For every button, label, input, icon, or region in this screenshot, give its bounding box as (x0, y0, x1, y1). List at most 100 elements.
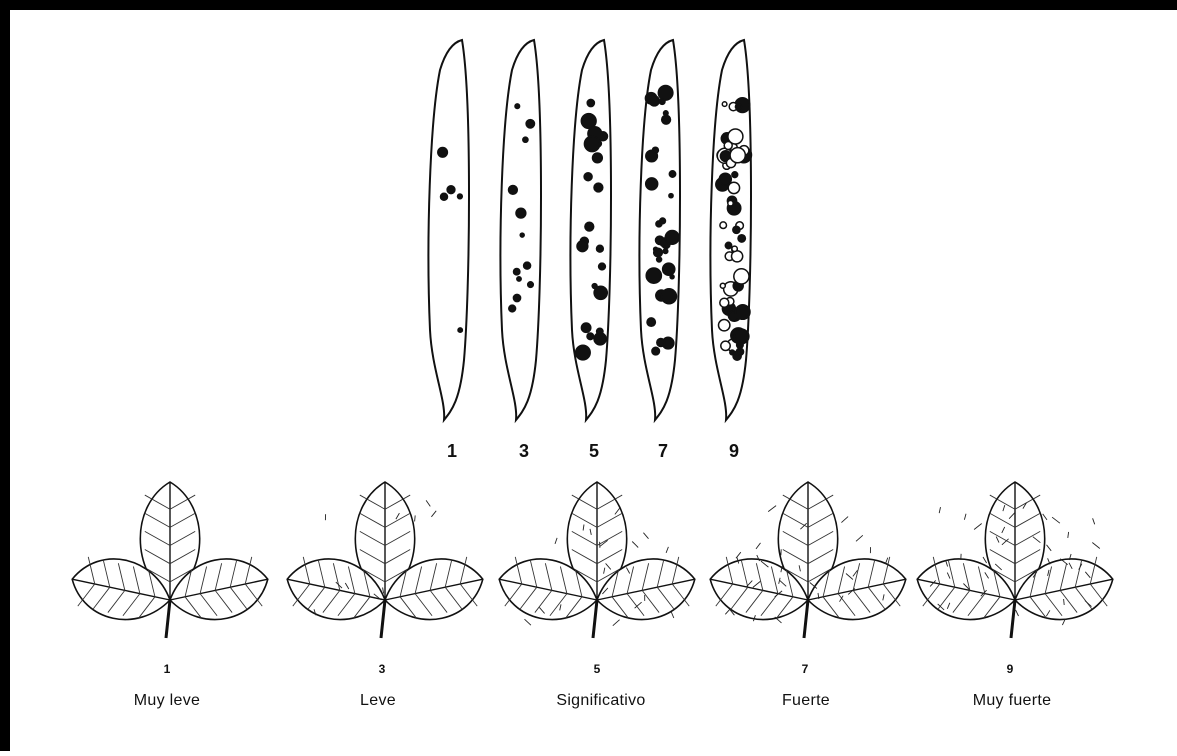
pod-spot (665, 231, 679, 245)
pod-spot (720, 222, 727, 229)
bean-leaf-7 (704, 482, 912, 638)
pod-spot (657, 339, 665, 347)
leaf-number-9: 9 (980, 662, 1040, 676)
leaf-caption-fuerte: Fuerte (716, 692, 896, 710)
leaves-group (66, 482, 1119, 638)
pod-spot (724, 142, 732, 150)
pod-spot (662, 115, 671, 124)
pod-spot (719, 173, 731, 185)
pod-spot (730, 148, 745, 163)
pod-spot (646, 268, 661, 283)
pod-spot (594, 183, 603, 192)
leaf-number-5: 5 (567, 662, 627, 676)
pod-spot (725, 242, 731, 248)
border-top (0, 0, 1177, 10)
pod-spot (660, 218, 666, 224)
pod-spot (584, 173, 592, 181)
bean-leaf-3 (281, 482, 489, 638)
leaf-number-7: 7 (775, 662, 835, 676)
pod-spot (526, 120, 534, 128)
pod-spot (516, 208, 526, 218)
bean-pod-9 (710, 40, 751, 420)
pod-spot (732, 251, 743, 262)
bean-pod-5 (570, 40, 611, 420)
pod-spot (652, 347, 660, 355)
pod-spot (663, 249, 668, 254)
pod-spot (447, 186, 455, 194)
pod-spot (509, 186, 518, 195)
pod-spot (528, 282, 534, 288)
pod-spot (646, 178, 658, 190)
pod-spot (594, 286, 607, 299)
bean-leaf-1 (66, 482, 274, 638)
pod-spot (520, 233, 524, 237)
pod-spot (732, 246, 737, 251)
pod-spot (587, 99, 594, 106)
pod-spot (659, 99, 665, 105)
pod-spot (517, 277, 521, 281)
pod-spot (523, 137, 528, 142)
bean-leaf-5 (493, 482, 701, 638)
pod-spot (441, 193, 448, 200)
pod-spot (577, 241, 588, 252)
pod-spot (654, 247, 658, 251)
leaf-caption-muy-fuerte: Muy fuerte (922, 692, 1102, 710)
pod-spot (438, 148, 448, 158)
pod-spot (658, 86, 673, 101)
pod-spot (587, 114, 592, 119)
pod-spot (721, 341, 730, 350)
pod-spot (732, 172, 738, 178)
pod-label-9: 9 (714, 441, 754, 462)
pod-spot (576, 345, 591, 360)
pod-spot (734, 269, 749, 284)
leaf-caption-muy-leve: Muy leve (77, 692, 257, 710)
pod-spot (720, 298, 729, 307)
pod-spot (663, 263, 675, 275)
pod-spot (647, 318, 655, 326)
pod-spot (585, 222, 594, 231)
pod-spot (597, 328, 603, 334)
pod-spot (733, 226, 740, 233)
pod-spot (662, 289, 677, 304)
pod-spot (669, 171, 675, 177)
bean-leaf-9 (911, 482, 1119, 638)
pod-spot (458, 194, 463, 199)
pod-spot (736, 348, 743, 355)
bean-pod-7 (639, 40, 680, 420)
pod-spot (735, 305, 750, 320)
border-left (0, 0, 10, 751)
pod-spot (669, 194, 673, 198)
pod-spot (458, 328, 462, 332)
pod-spot (728, 201, 733, 206)
pod-spot (587, 333, 594, 340)
pod-spot (735, 104, 741, 110)
pod-spot (649, 96, 659, 106)
pod-label-7: 7 (643, 441, 683, 462)
pod-spot (734, 329, 749, 344)
pod-spot (599, 263, 606, 270)
pod-label-5: 5 (574, 441, 614, 462)
pod-spot (657, 257, 662, 262)
leaf-number-1: 1 (137, 662, 197, 676)
pod-spot (652, 147, 658, 153)
leaf-caption-leve: Leve (288, 692, 468, 710)
pod-spot (597, 245, 604, 252)
pod-spot (515, 104, 520, 109)
pod-label-3: 3 (504, 441, 544, 462)
pod-spot (593, 153, 603, 163)
pod-spot (584, 136, 599, 151)
pod-spot (722, 102, 727, 107)
pod-spot (524, 262, 531, 269)
pod-spot (664, 111, 669, 116)
pod-spot (509, 305, 516, 312)
pod-spot (720, 283, 725, 288)
pod-spot (738, 235, 745, 242)
bean-pod-3 (500, 40, 541, 420)
pod-spot (719, 320, 730, 331)
pod-spot (581, 323, 590, 332)
pod-label-1: 1 (432, 441, 472, 462)
leaf-caption-significativo: Significativo (511, 692, 691, 710)
pods-group (428, 40, 751, 420)
